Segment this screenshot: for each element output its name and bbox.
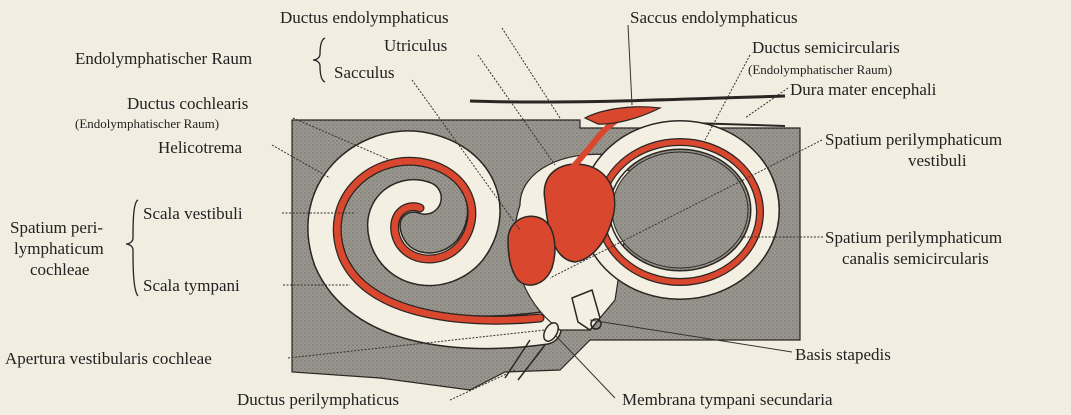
label-ductus-cochlearis-sub: (Endolymphatischer Raum) (75, 116, 219, 131)
label-helicotrema: Helicotrema (158, 138, 242, 157)
brace-spatium-cochleae (126, 200, 138, 296)
label-dura-mater: Dura mater encephali (790, 80, 937, 99)
label-spatium-canalis-2: canalis semicircularis (842, 249, 989, 268)
label-endolymphatischer-raum: Endolymphatischer Raum (75, 49, 252, 68)
label-spatium-canalis-1: Spatium perilymphaticum (825, 228, 1002, 247)
label-spatium-vestibuli-2: vestibuli (908, 151, 967, 170)
label-apertura: Apertura vestibularis cochleae (5, 349, 212, 368)
label-utriculus: Utriculus (384, 36, 447, 55)
label-membrana-tympani: Membrana tympani secundaria (622, 390, 833, 409)
label-ductus-semicircularis: Ductus semicircularis (752, 38, 900, 57)
saccus-endolymphaticus-shape (585, 107, 660, 124)
brace-endolymphatischer-raum (313, 38, 325, 82)
label-scala-tympani: Scala tympani (143, 276, 240, 295)
label-scala-vestibuli: Scala vestibuli (143, 204, 243, 223)
label-spatium-cochleae-3: cochleae (30, 260, 89, 279)
label-spatium-cochleae-2: lymphaticum (14, 239, 104, 258)
label-ductus-semicircularis-sub: (Endolymphatischer Raum) (748, 62, 892, 77)
label-spatium-cochleae-1: Spatium peri- (10, 218, 103, 237)
label-spatium-vestibuli-1: Spatium perilymphaticum (825, 130, 1002, 149)
sacculus-shape (508, 216, 555, 285)
dura-mater-layer (470, 96, 785, 102)
label-sacculus: Sacculus (334, 63, 394, 82)
label-ductus-endolymphaticus: Ductus endolymphaticus (280, 8, 449, 27)
label-basis-stapedis: Basis stapedis (795, 345, 891, 364)
label-ductus-perilymphaticus: Ductus perilymphaticus (237, 390, 399, 409)
label-saccus-endolymphaticus: Saccus endolymphaticus (630, 8, 798, 27)
label-ductus-cochlearis: Ductus cochlearis (127, 94, 248, 113)
